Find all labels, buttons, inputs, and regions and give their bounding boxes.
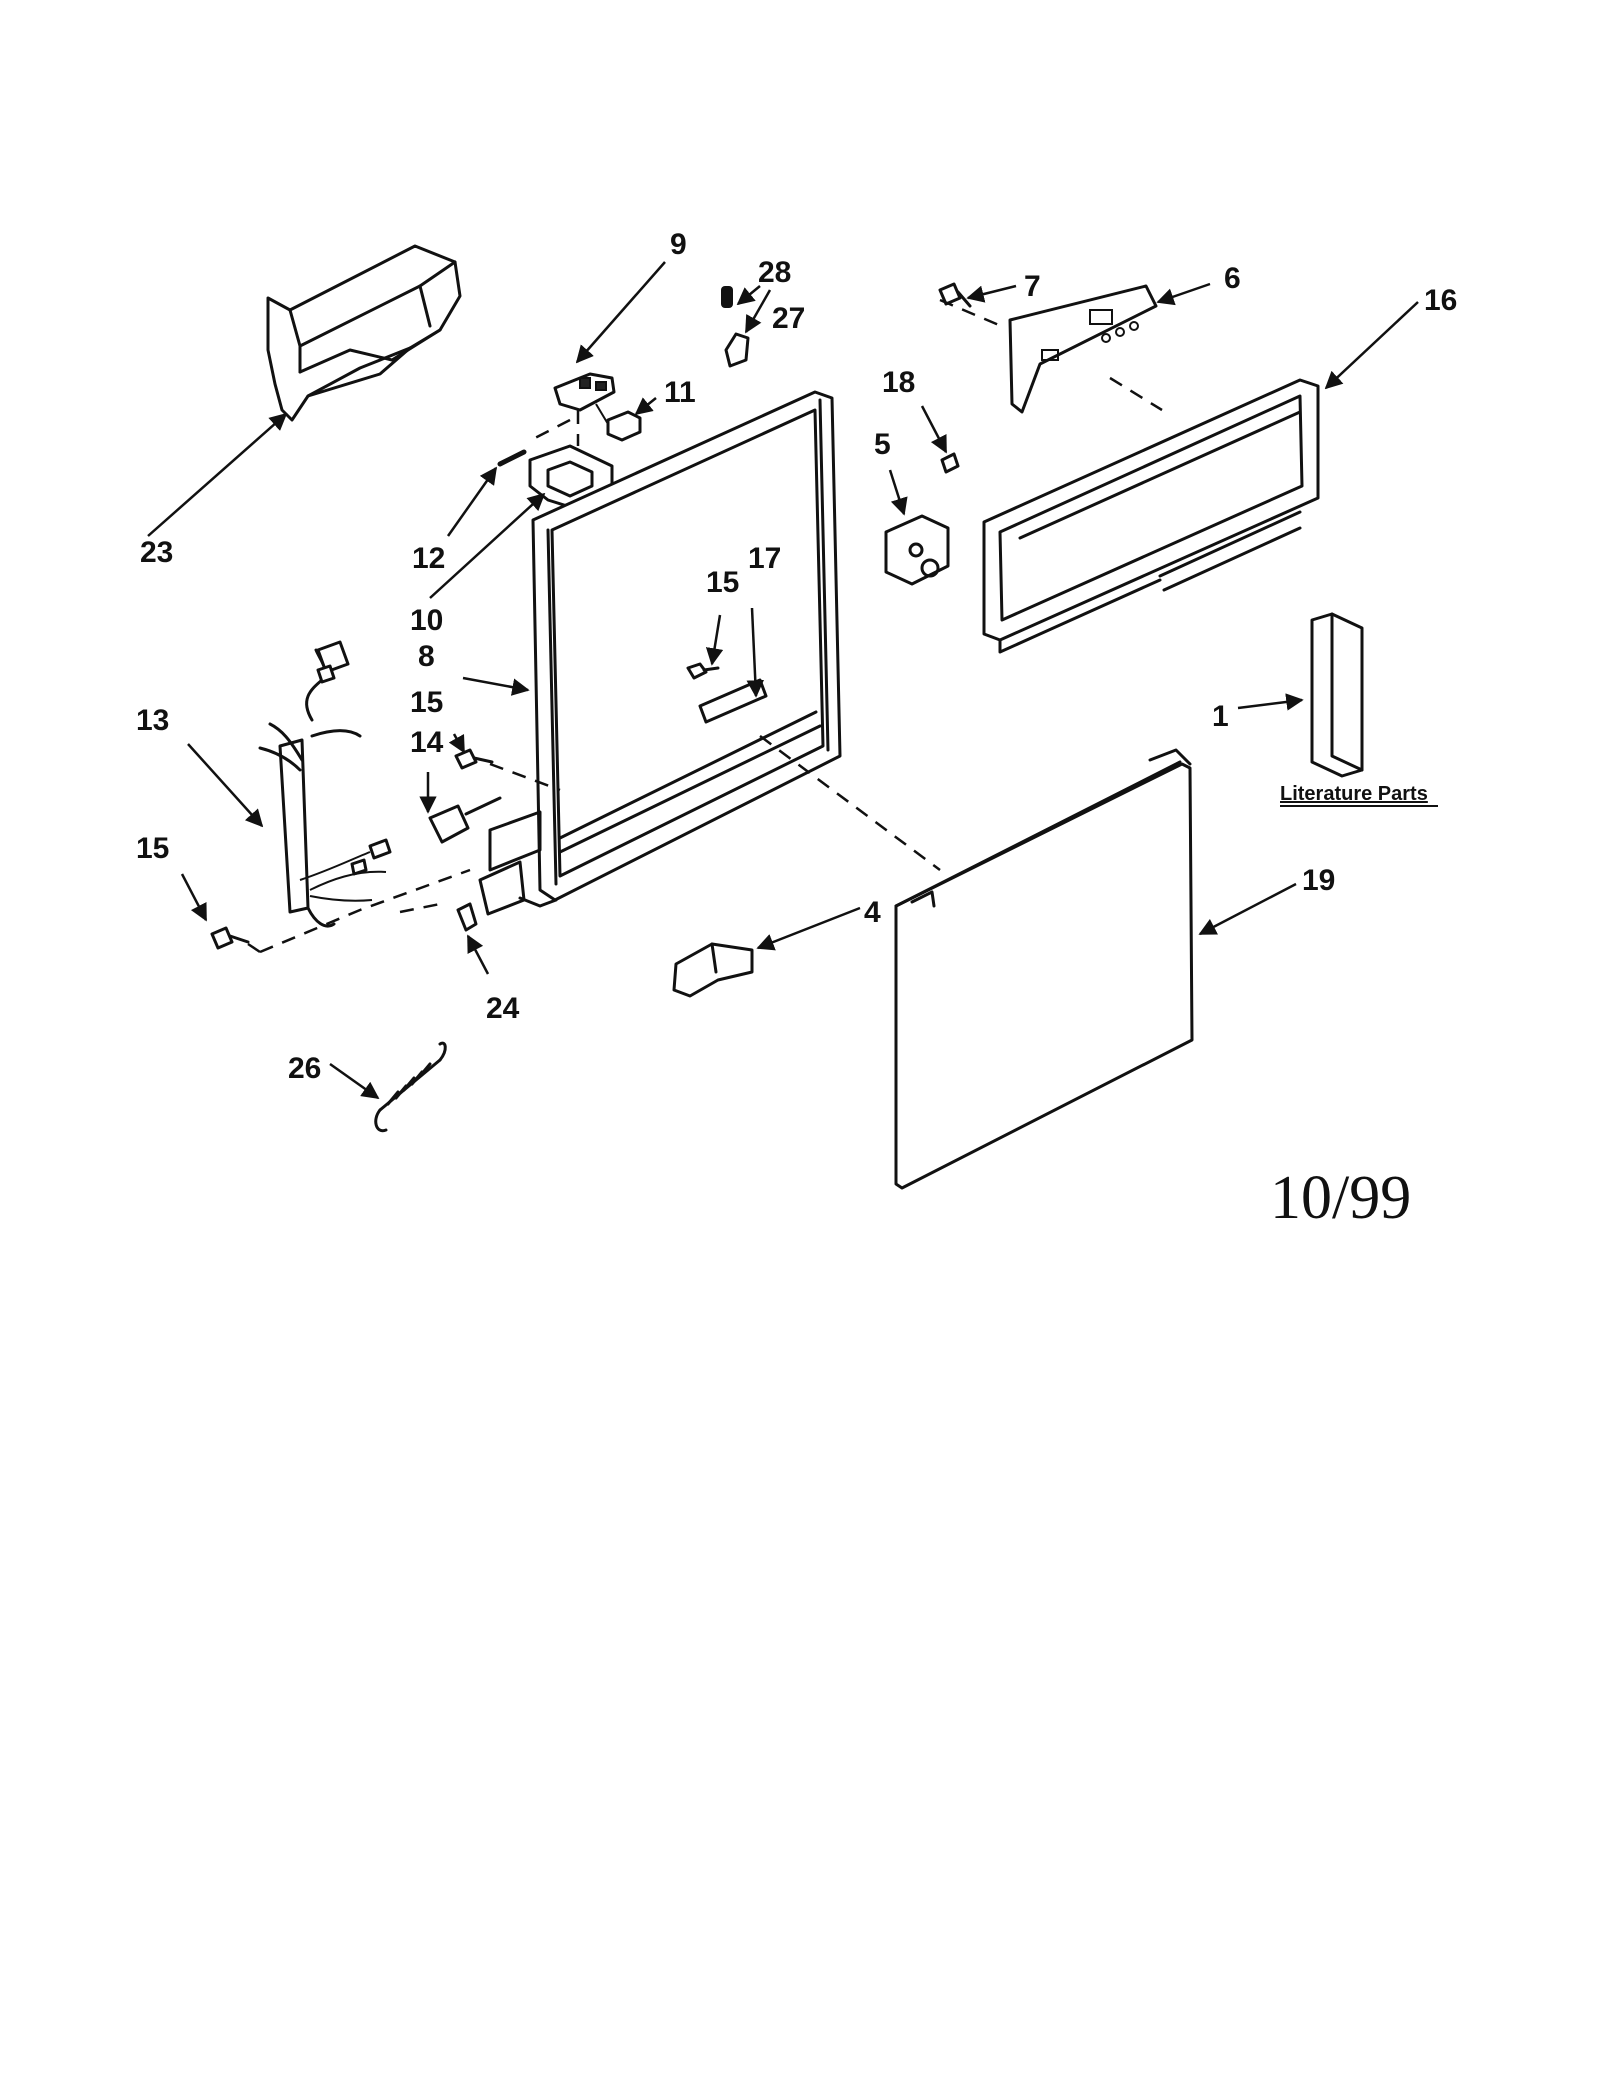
callout-12: 12	[412, 542, 445, 575]
callout-1: 1	[1212, 700, 1229, 733]
callout-4: 4	[864, 896, 881, 929]
callout-27: 27	[772, 302, 805, 335]
part-11-switch	[595, 403, 642, 442]
literature-parts-label: Literature Parts	[1280, 783, 1428, 805]
callout-13: 13	[136, 704, 169, 737]
callout-28: 28	[758, 256, 791, 289]
date-code: 10/99	[1270, 1164, 1411, 1232]
part-26-spring	[374, 1041, 447, 1133]
part-23-cover	[266, 244, 462, 422]
callout-15-center: 15	[706, 566, 739, 599]
part-15-screw-center	[686, 662, 720, 680]
part-16-console	[982, 378, 1320, 654]
callout-11: 11	[664, 376, 696, 409]
part-8-door-frame	[478, 390, 842, 916]
callout-9: 9	[670, 228, 687, 261]
callout-15-mid: 15	[410, 686, 443, 719]
callout-19: 19	[1302, 864, 1335, 897]
callout-5: 5	[874, 428, 891, 461]
callout-16: 16	[1424, 284, 1457, 317]
callout-labels: 9 28 27 11 12 10 23 8 17 15 15 14 13 15 …	[136, 228, 1457, 1085]
part-9-latch	[553, 372, 616, 412]
part-14-connector	[428, 796, 502, 844]
part-15-screw-mid	[454, 748, 494, 770]
part-19-outer-door	[894, 748, 1194, 1190]
part-27-clip	[724, 332, 750, 368]
part-12-pin	[497, 449, 527, 467]
part-5-switch	[884, 514, 950, 586]
callout-24: 24	[486, 992, 520, 1025]
callout-17: 17	[748, 542, 781, 575]
callout-23: 23	[140, 536, 173, 569]
part-1-literature	[1310, 612, 1364, 778]
dashed-connection-lines	[247, 298, 1163, 954]
part-28-spring	[721, 286, 733, 308]
callout-6: 6	[1224, 262, 1241, 295]
callout-14: 14	[410, 726, 444, 759]
part-18-button	[940, 452, 960, 474]
part-15-screw-left	[210, 926, 250, 950]
callout-15-left: 15	[136, 832, 169, 865]
callout-7: 7	[1024, 270, 1041, 303]
part-13-wire-harness	[258, 640, 392, 928]
callout-8: 8	[418, 640, 435, 673]
part-24-clip	[456, 902, 478, 932]
part-7-screw	[938, 282, 972, 308]
callout-10: 10	[410, 604, 443, 637]
part-6-control-pad	[1008, 284, 1158, 414]
callout-26: 26	[288, 1052, 321, 1085]
callout-18: 18	[882, 366, 915, 399]
part-17-strip	[698, 678, 768, 724]
leader-lines	[147, 261, 1419, 1100]
part-4-bracket	[672, 942, 754, 998]
